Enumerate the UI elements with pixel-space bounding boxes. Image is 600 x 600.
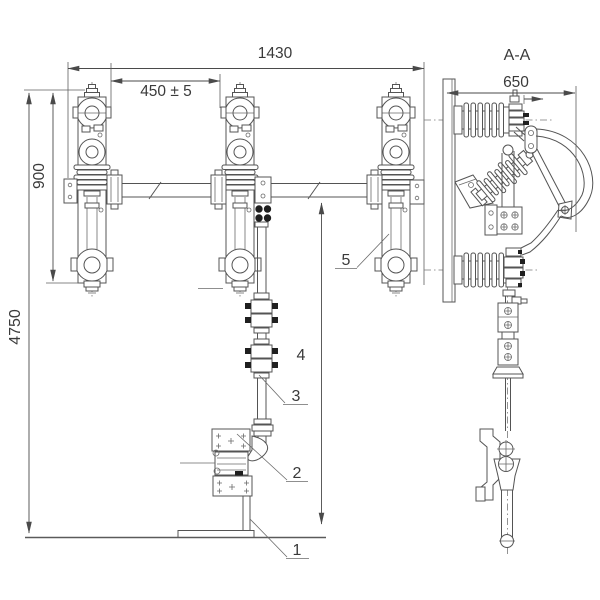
rod-clamp-lower <box>245 338 278 379</box>
callout-2: 2 <box>236 433 308 482</box>
chain-link-dot <box>255 205 263 213</box>
end-bracket-right <box>409 179 425 205</box>
support-post <box>177 496 255 538</box>
dim-total-height-label: 4750 <box>7 309 24 345</box>
callout-4: 4 <box>297 347 306 364</box>
shaft-break-mark <box>148 181 162 200</box>
drive-link <box>484 144 523 236</box>
operating-mechanism <box>180 428 268 497</box>
lower-insulator <box>453 247 525 288</box>
bearing-bracket <box>475 428 501 502</box>
dim-pole-height-label: 900 <box>31 163 48 189</box>
callout-1-label: 1 <box>293 542 302 559</box>
dimension-overall-width: 1430 <box>67 45 425 285</box>
end-bracket-left <box>63 178 78 204</box>
shaft-coupling <box>106 169 123 210</box>
rod-clamp-upper <box>245 292 278 334</box>
rod-end-fitting <box>251 418 274 444</box>
dim-section-width-label: 650 <box>503 74 529 91</box>
chain-link-dot <box>263 205 272 213</box>
callout-3: 3 <box>258 374 308 405</box>
callout-5: 5 <box>335 233 390 269</box>
dimension-pole-spacing: 450 ± 5 <box>110 63 221 108</box>
dimension-total-height: 4750 <box>7 92 32 534</box>
callout-4-label: 4 <box>297 347 306 364</box>
callout-5-label: 5 <box>342 252 351 269</box>
operating-rod <box>245 205 278 444</box>
dimension-pole-height: 900 <box>24 89 85 284</box>
shaft-coupling <box>210 169 227 210</box>
flexible-conductor <box>520 128 594 256</box>
dim-pole-spacing-label: 450 ± 5 <box>140 83 192 100</box>
rod-hanger-bracket <box>254 176 272 204</box>
callout-2-label: 2 <box>293 465 302 482</box>
hinge-contact-stack <box>503 247 525 288</box>
operating-lever <box>493 440 521 548</box>
top-insulator <box>453 89 544 138</box>
shaft-break-mark <box>307 181 321 200</box>
blade-arm <box>531 148 573 220</box>
shaft-coupling <box>366 169 383 210</box>
section-title: A-A <box>504 47 531 64</box>
callout-3-label: 3 <box>292 388 301 405</box>
upper-pivot-link <box>513 125 538 154</box>
front-view: 1430 450 ± 5 900 4750 1 2 <box>7 45 425 559</box>
dim-overall-width-label: 1430 <box>258 45 293 62</box>
chain-link-dot <box>255 214 263 222</box>
mounting-plate <box>442 78 456 303</box>
base-plate <box>177 530 255 538</box>
dimension-section-width: 650 <box>446 74 577 232</box>
callout-1: 1 <box>249 518 309 559</box>
chain-link-dot <box>263 214 272 222</box>
section-view: A-A <box>424 47 594 556</box>
connecting-rod <box>492 289 528 431</box>
